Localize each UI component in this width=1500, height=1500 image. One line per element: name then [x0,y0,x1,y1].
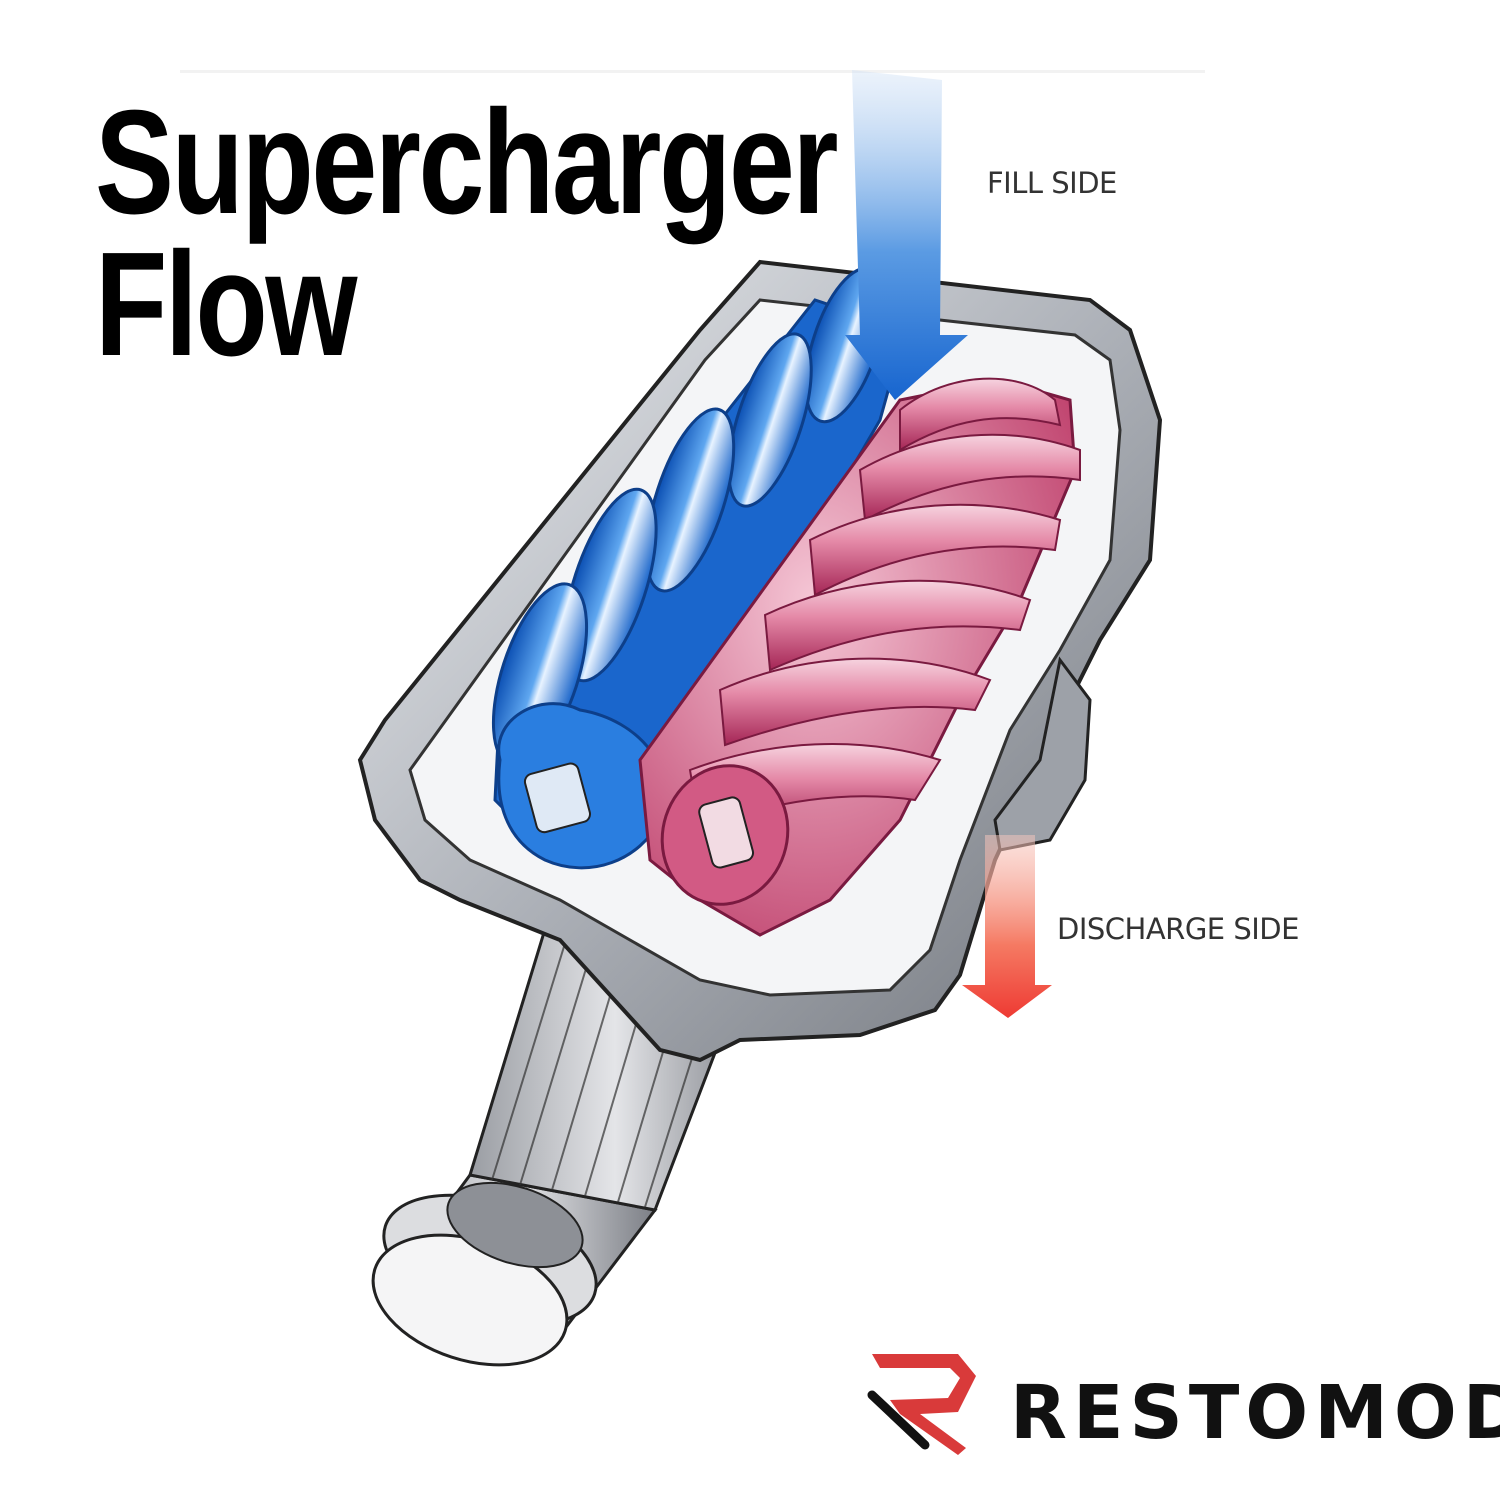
title-line-2: Flow [95,222,357,387]
fill-arrow [845,70,968,400]
top-divider [180,70,1205,73]
discharge-arrow [962,835,1052,1018]
female-rotor [638,377,1081,937]
brand-logo-icon [867,1354,976,1455]
fill-side-label: FILL SIDE [987,166,1117,200]
brand-name: RESTOMOD [1010,1370,1500,1456]
discharge-side-label: DISCHARGE SIDE [1057,912,1299,946]
page-title: Supercharger Flow [95,80,839,387]
title-line-1: Supercharger [95,80,839,245]
